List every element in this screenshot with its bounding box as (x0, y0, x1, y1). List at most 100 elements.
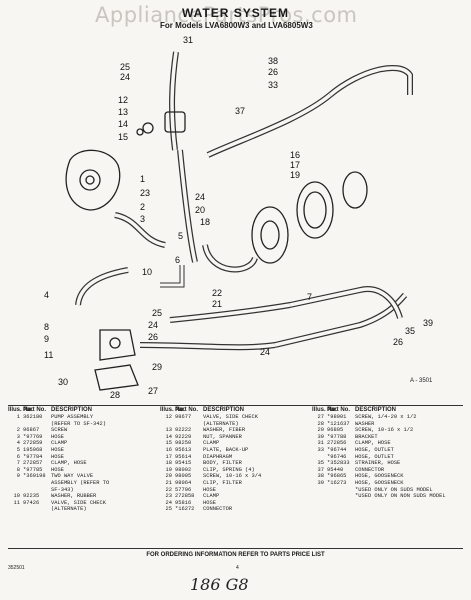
table-cell-part (327, 487, 355, 494)
callout-7: 7 (307, 292, 312, 302)
figure-reference: A - 3501 (410, 378, 433, 384)
table-cell-desc: HOSE (51, 446, 64, 453)
table-cell-desc: WASHER, FIBER (203, 427, 246, 434)
table-cell-no: 22 (165, 486, 172, 493)
table-cell-part: 272859 (23, 440, 43, 447)
table-cell-no: 13 (165, 427, 172, 434)
table-top-rule (8, 405, 463, 406)
table-cell-part: 57796 (175, 486, 192, 493)
table-cell-no: 14 (165, 433, 172, 440)
callout-29: 29 (152, 362, 162, 372)
callout-37: 37 (235, 106, 245, 116)
callout-31: 31 (183, 35, 193, 45)
table-cell-part (23, 480, 51, 487)
table-row: (REFER TO SF-342) (8, 421, 156, 428)
table-cell-desc: BODY, FILTER (203, 460, 242, 467)
table-cell-desc: CLAMP (203, 493, 220, 500)
table-cell-no (312, 487, 327, 494)
callout-33: 33 (268, 80, 278, 90)
table-cell-desc: (ALTERNATE) (203, 420, 239, 427)
table-cell-part: 96805 (327, 427, 344, 434)
table-cell-desc: HOSE (203, 499, 216, 506)
table-cell-desc: *USED ONLY ON SUDS MODEL (355, 486, 433, 493)
callout-38: 38 (268, 56, 278, 66)
table-cell-part: *16272 (175, 506, 195, 513)
callout-3: 3 (140, 214, 145, 224)
callout-21: 21 (212, 299, 222, 309)
table-cell-part: 92222 (175, 427, 192, 434)
table-cell-no: 38 (317, 473, 324, 480)
table-cell-no: 25 (165, 506, 172, 513)
table-cell-no: 28 (317, 420, 324, 427)
callout-26c: 26 (393, 337, 403, 347)
table-row: (ALTERNATE) (160, 421, 308, 428)
table-cell-desc: PLATE, BACK-UP (203, 446, 249, 453)
table-cell-desc: SCREW, 1/4-20 x 1/2 (355, 414, 417, 420)
table-cell-part: *360198 (23, 473, 46, 480)
table-cell-no: 10 (13, 493, 20, 500)
table-cell-part (327, 493, 355, 500)
table-cell-no: 29 (317, 427, 324, 434)
table-cell-part: 272856 (327, 440, 347, 447)
table-cell-desc: CLIP, FILTER (203, 479, 242, 486)
table-cell-no: 23 (165, 493, 172, 500)
table-cell-part: 97426 (23, 499, 40, 506)
callout-6: 6 (175, 255, 180, 265)
table-cell-desc: SCREW, 10-16 x 1/2 (355, 427, 414, 434)
table-cell-no: 31 (317, 440, 324, 447)
table-cell-desc: HOSE, GOOSENECK (355, 473, 404, 480)
callout-2: 2 (140, 202, 145, 212)
table-cell-desc: VALVE, SIDE CHECK (51, 499, 106, 506)
callout-27: 27 (148, 386, 158, 396)
table-cell-no (8, 480, 23, 487)
table-cell-desc: CLAMP, HOSE (355, 440, 391, 447)
table-cell-part (23, 506, 51, 513)
callout-24d: 24 (260, 347, 270, 357)
callout-22: 22 (212, 288, 222, 298)
table-cell-no: 16 (165, 446, 172, 453)
table-cell-part: 96867 (23, 427, 40, 434)
table-cell-desc: DIAPHRAGM (203, 453, 233, 460)
table-cell-no: 18 (165, 460, 172, 467)
callout-26: 26 (148, 332, 158, 342)
table-bottom-rule (8, 548, 463, 549)
table-cell-no: 35 (317, 460, 324, 467)
callout-35: 35 (405, 326, 415, 336)
callout-24b: 24 (195, 192, 205, 202)
table-header: Illus. No. Part No. DESCRIPTION (160, 407, 245, 413)
table-cell-no: 37 (317, 466, 324, 473)
table-cell-no: 1 (16, 414, 20, 420)
callout-9: 9 (44, 334, 49, 344)
callout-10: 10 (142, 267, 152, 277)
table-cell-desc: HOSE (51, 466, 64, 473)
table-cell-desc: HOSE (203, 486, 216, 493)
table-cell-desc: TWO WAY VALVE (51, 473, 94, 480)
table-cell-no: 11 (13, 499, 20, 506)
table-cell-part: 98005 (175, 473, 192, 480)
table-cell-desc: BRACKET (355, 433, 378, 440)
table-cell-no: 2 (16, 427, 20, 434)
ordering-footer: FOR ORDERING INFORMATION REFER TO PARTS … (146, 552, 325, 558)
table-cell-no: 15 (165, 440, 172, 447)
table-row: *USED ONLY ON SUDS MODEL (312, 487, 464, 494)
table-cell-desc: CLIP, SPRING (4) (203, 466, 255, 473)
callout-18: 18 (200, 217, 210, 227)
table-cell-no: 27 (317, 414, 324, 420)
table-cell-desc: HOSE, GOOSENECK (355, 479, 404, 486)
table-cell-no: 20 (165, 473, 172, 480)
table-cell-no: 9 (16, 473, 20, 480)
